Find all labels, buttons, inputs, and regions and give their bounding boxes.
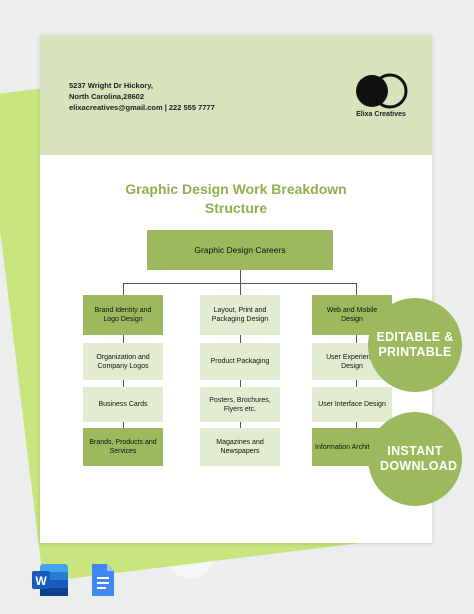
document-header: 5237 Wright Dr Hickory, North Carolina,2… [40,35,432,155]
svg-text:W: W [35,574,47,588]
word-icon: W [32,564,68,596]
chart-box: Posters, Brochures, Flyers etc. [200,387,280,422]
document-page: 5237 Wright Dr Hickory, North Carolina,2… [40,35,432,543]
instant-download-badge: INSTANT DOWNLOAD [368,412,462,506]
chart-box: Organization and Company Logos [83,343,163,380]
editable-badge: EDITABLE & PRINTABLE [368,298,462,392]
connector-line [123,283,124,295]
editable-badge-text: EDITABLE & PRINTABLE [376,330,454,359]
company-logo-icon [356,73,408,109]
connector-line [356,283,357,295]
chart-box: User Interface Design [312,387,392,422]
chart-box: Layout, Print and Packaging Design [200,295,280,335]
connector-line [240,283,241,295]
document-title: Graphic Design Work Breakdown Structure [100,180,372,218]
chart-box: Brand Identity and Logo Design [83,295,163,335]
chart-root: Graphic Design Careers [147,230,333,270]
chart-box: Product Packaging [200,343,280,380]
address-line-2: North Carolina,28602 [69,92,145,101]
connector-line [240,270,241,283]
title-line-2: Structure [204,200,268,216]
chart-box: Brands, Products and Services [83,428,163,466]
company-name: Elixa Creatives [356,111,406,118]
address-line-1: 5237 Wright Dr Hickory, [69,81,153,90]
contact-line: elixacreatives@gmail.com | 222 555 7777 [69,103,215,112]
chart-box: Business Cards [83,387,163,422]
google-docs-icon [92,564,114,596]
title-line-1: Graphic Design Work Breakdown [125,181,347,197]
instant-download-badge-text: INSTANT DOWNLOAD [380,444,458,473]
chart-box: Magazines and Newspapers [200,428,280,466]
